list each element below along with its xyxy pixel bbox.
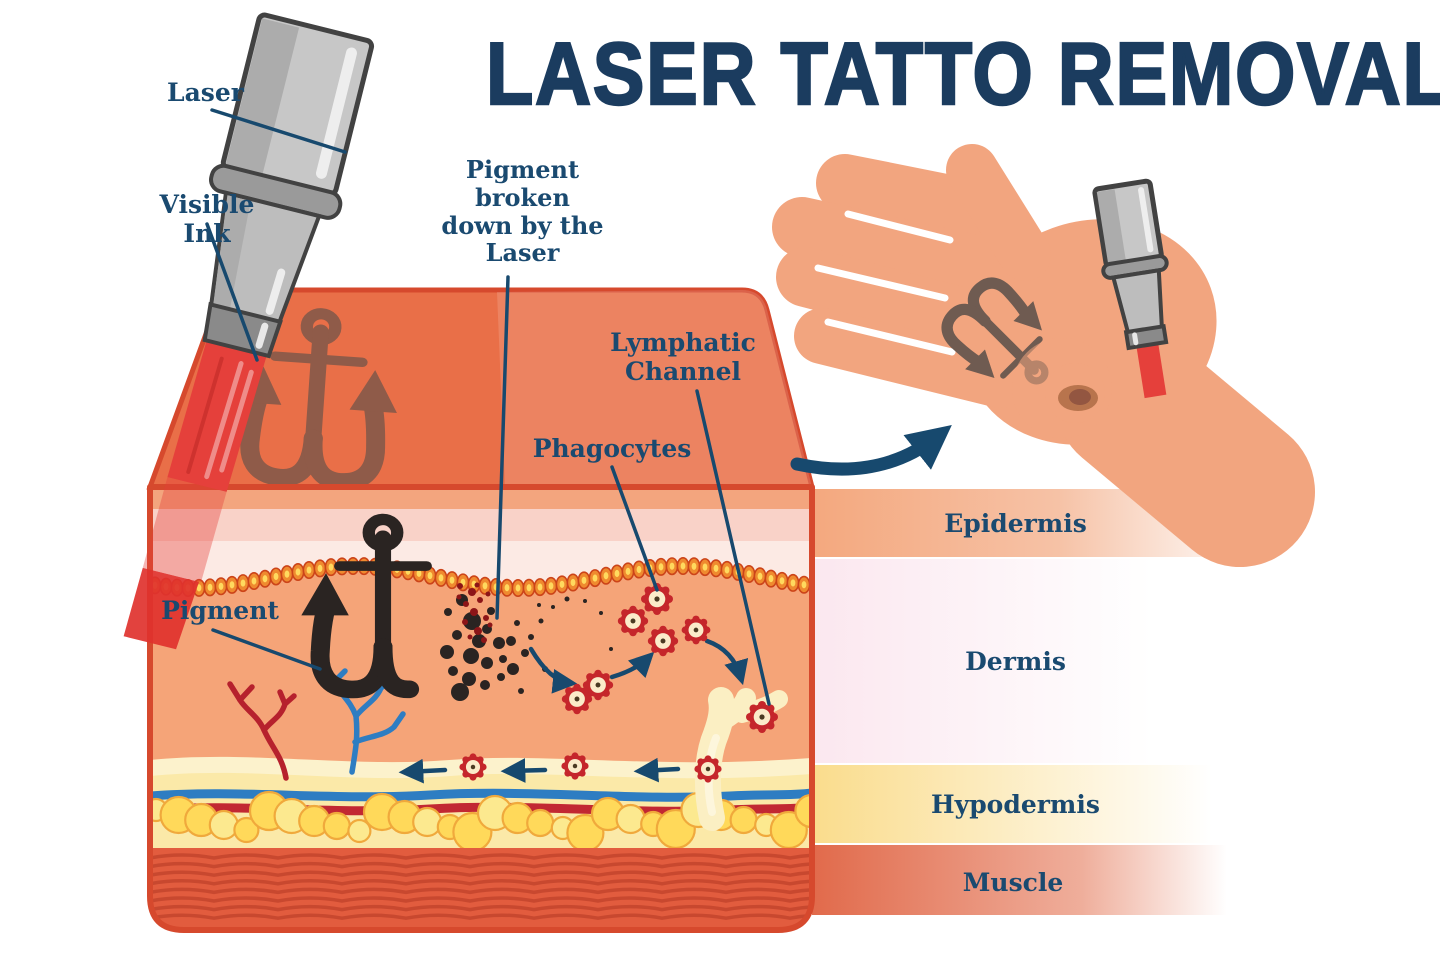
label-pigment-broken: Pigment broken down by the Laser <box>441 155 604 268</box>
hand-laser-pen <box>1092 178 1169 399</box>
fat-cells <box>150 790 812 853</box>
label-visible-ink: Visible Ink <box>159 190 255 248</box>
phagocyte-cell <box>561 752 589 780</box>
phagocyte-cell <box>617 605 649 637</box>
leader-pigment-broken <box>495 275 510 620</box>
label-lymphatic-channel: Lymphatic Channel <box>610 328 756 386</box>
phagocyte-cell <box>647 625 679 657</box>
leader-laser <box>210 108 347 154</box>
label-pigment: Pigment <box>161 596 279 625</box>
label-dermis: Dermis <box>965 647 1066 676</box>
phagocyte-cell <box>561 683 593 715</box>
leader-phagocytes <box>610 465 659 592</box>
hand <box>772 144 1315 567</box>
leader-lymphatic <box>695 389 771 706</box>
leader-lines <box>205 108 771 706</box>
wrist <box>1055 325 1315 567</box>
skin-block-front-face <box>150 487 812 930</box>
laser-beam-impact <box>123 567 200 650</box>
capillary-red <box>227 681 297 781</box>
laser-impact-particles <box>456 582 493 643</box>
label-muscle: Muscle <box>962 868 1064 897</box>
page-title: LASER TATTO REMOVAL <box>485 24 1440 123</box>
epidermis-surface-strip <box>150 487 812 511</box>
label-laser: Laser <box>167 78 244 107</box>
result-arrow <box>790 425 952 476</box>
phagocyte-flow-arrows <box>398 638 749 784</box>
label-epidermis: Epidermis <box>944 509 1087 538</box>
thumb <box>946 144 1051 281</box>
skin-block-border <box>147 484 815 933</box>
phagocyte-cell <box>694 755 722 783</box>
laser-cleaned-area <box>497 290 812 487</box>
skin-block-top-face <box>146 287 816 487</box>
label-hypodermis: Hypodermis <box>931 790 1100 819</box>
phagocyte-cell <box>681 615 711 645</box>
pigment-particles <box>440 594 613 701</box>
phagocyte-cell <box>459 753 487 781</box>
muscle-band <box>812 845 1227 915</box>
epidermis-mid-strip <box>150 509 812 543</box>
hypodermis-band <box>812 765 1212 843</box>
phagocyte-cell <box>746 701 778 733</box>
leader-pigment <box>211 628 322 671</box>
leader-visible-ink <box>205 222 259 362</box>
dermis-band <box>812 559 1182 763</box>
muscle-fibers <box>150 853 812 920</box>
layer-bands <box>812 489 1260 915</box>
label-phagocytes: Phagocytes <box>532 434 692 463</box>
